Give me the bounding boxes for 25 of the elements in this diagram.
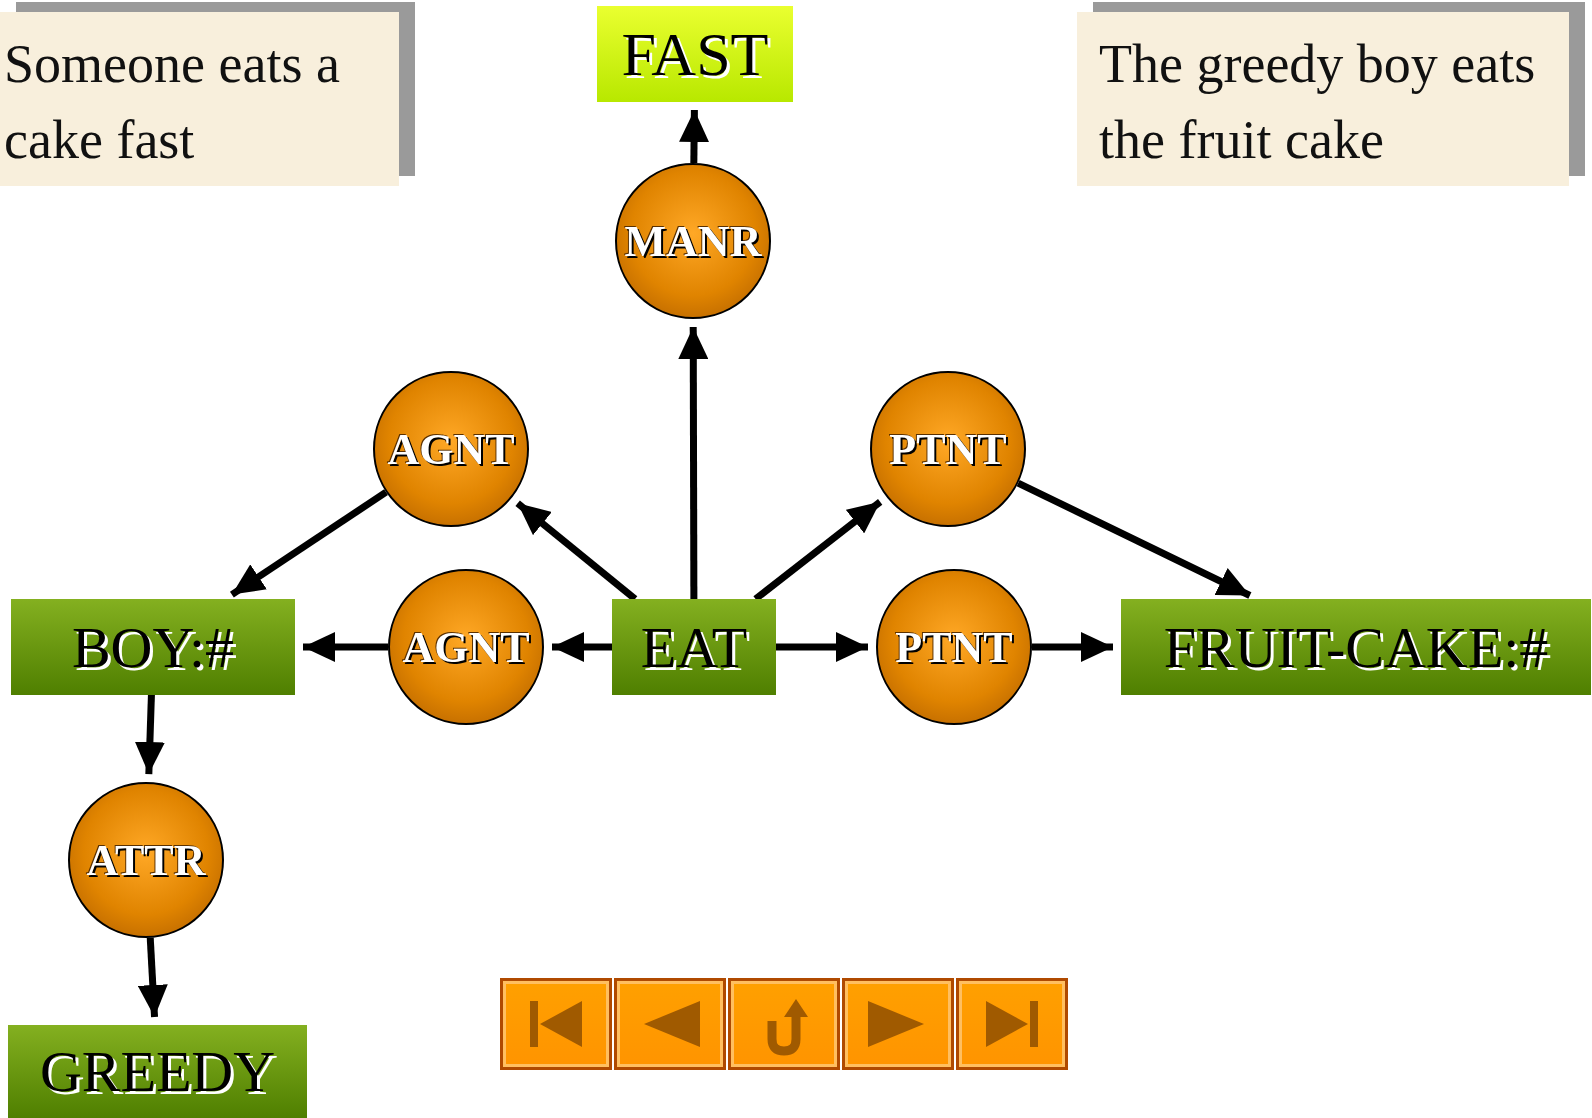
relation-label: ATTR — [86, 834, 206, 886]
concept-label: GREEDY — [39, 1038, 276, 1105]
arrow — [679, 109, 710, 164]
arrow — [137, 937, 168, 1018]
arrow — [753, 499, 883, 602]
relation-label: PTNT — [889, 423, 1007, 475]
concept-box — [597, 6, 793, 102]
arrow — [229, 489, 388, 598]
concept-box — [1121, 599, 1591, 695]
relation-label: PTNT — [895, 621, 1013, 673]
concept-label: EAT — [640, 613, 748, 681]
relation-label: AGNT — [387, 423, 515, 475]
concept-box — [612, 599, 776, 695]
sentence-text: Someone eats a cake fast — [4, 33, 341, 172]
relation-label: AGNT — [402, 621, 530, 673]
arrow — [134, 694, 165, 775]
concept-box — [8, 1025, 307, 1118]
sentence-text: The greedy boy eats the fruit cake — [1099, 33, 1537, 172]
relation-label: MANR — [624, 215, 762, 267]
concept-label: FRUIT-CAKE:# — [1163, 613, 1549, 681]
arrow — [515, 500, 638, 602]
concept-label: FAST — [621, 18, 769, 90]
concept-box — [11, 599, 295, 695]
arrow — [1016, 479, 1252, 599]
concept-label: BOY:# — [71, 613, 235, 681]
